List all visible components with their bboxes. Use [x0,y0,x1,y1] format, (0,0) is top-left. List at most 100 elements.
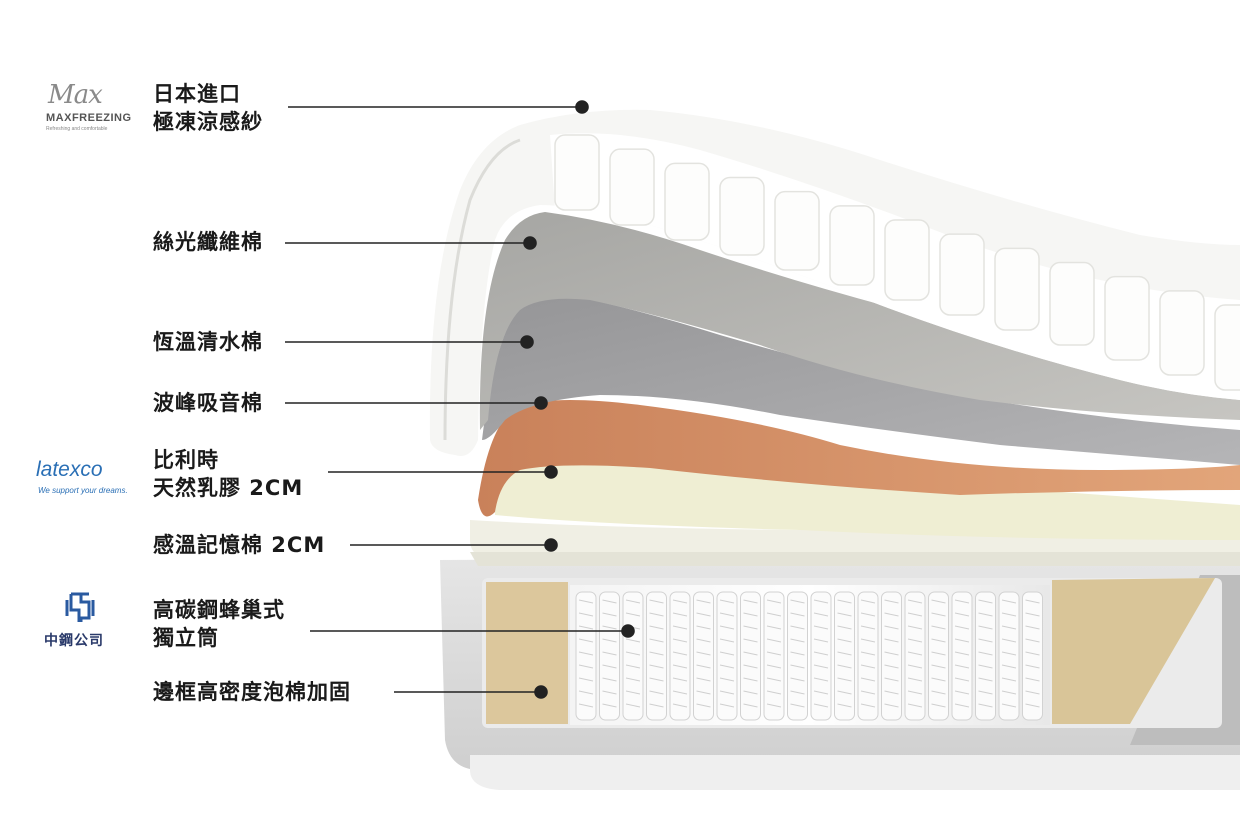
coil-ring [860,664,876,669]
coil-ring [625,612,641,617]
coil-ring [743,625,758,630]
cooling-fabric-cover [429,109,1240,456]
coil-ring [978,625,993,630]
coil-ring [1025,612,1040,617]
coil-ring [672,638,688,643]
coil-pocket [951,591,973,721]
coil-ring [696,638,711,643]
coil-ring [743,677,758,682]
memory-foam-layer [470,520,1240,562]
coil-ring [766,638,782,643]
coil-pocket [740,591,761,721]
coil-ring [696,625,711,630]
quilt-cell [1049,261,1095,346]
coil-ring [837,625,852,630]
coil-ring [860,599,876,604]
coil-pocket [763,591,785,721]
coil-ring [1001,664,1017,669]
coil-ring [978,677,993,682]
coil-pocket [928,591,949,721]
coil-ring [743,651,758,656]
coil-ring [790,612,805,617]
coil-ring [978,612,993,617]
quilt-cell [829,205,875,286]
coil-pocket [975,591,996,721]
coil-ring [602,625,617,630]
coil-ring [954,664,970,669]
coil-ring [672,664,688,669]
coil-ring [602,703,617,708]
coil-ring [766,599,782,604]
coil-ring [954,690,970,695]
coil-ring [978,690,993,695]
coil-ring [743,638,758,643]
coil-ring [813,690,829,695]
coil-ring [649,599,664,604]
coil-ring [860,612,876,617]
quilt-cell [994,247,1040,331]
coil-pocket [834,591,855,721]
coil-ring [907,599,923,604]
label-cooling-fabric: 日本進口極凍涼感紗 [153,82,263,134]
coil-ring [743,664,758,669]
coil-ring [978,638,993,643]
temp-foam-layer [482,293,1240,465]
coil-ring [978,664,993,669]
coil-ring [954,651,970,656]
coil-ring [813,703,829,708]
coil-ring [719,638,735,643]
coil-ring [931,625,946,630]
coil-ring [578,703,594,708]
coil-ring [625,638,641,643]
coil-pocket [575,591,597,721]
coil-ring [978,599,993,604]
pocket-coils [575,591,1043,721]
label-silk-fiber: 絲光纖維棉 [153,230,263,254]
coil-ring [1025,677,1040,682]
coil-ring [1025,651,1040,656]
coil-ring [578,677,594,682]
coil-ring [696,677,711,682]
coil-ring [719,599,735,604]
coil-ring [625,703,641,708]
coil-ring [672,703,688,708]
coil-ring [931,690,946,695]
spring-unit [482,578,1222,728]
quilt-cell [664,162,710,241]
wave-foam-orange-layer [478,400,1240,517]
label-temp-foam: 恆溫清水棉 [153,330,263,354]
label-wave-foam: 波峰吸音棉 [153,391,263,415]
coil-ring [931,651,946,656]
coil-ring [649,651,664,656]
coil-ring [907,625,923,630]
coil-ring [813,677,829,682]
coil-ring [954,703,970,708]
coil-ring [625,677,641,682]
coil-ring [672,599,688,604]
coil-ring [931,638,946,643]
coil-ring [884,599,899,604]
coil-ring [602,677,617,682]
coil-ring [625,651,641,656]
coil-ring [1025,599,1040,604]
coil-ring [837,690,852,695]
coil-ring [719,651,735,656]
latex-layer [495,458,1240,540]
coil-ring [954,677,970,682]
coil-ring [649,677,664,682]
coil-ring [649,664,664,669]
coil-ring [766,690,782,695]
coil-ring [884,638,899,643]
csc-logo: 中鋼公司 [44,590,124,650]
coil-pocket [646,591,667,721]
latexco-logo: latexco We support your dreams. [36,458,128,495]
coil-pocket [599,591,620,721]
coil-pocket [693,591,714,721]
coil-ring [672,625,688,630]
coil-ring [766,651,782,656]
coil-ring [931,703,946,708]
coil-ring [954,599,970,604]
coil-ring [931,612,946,617]
coil-ring [813,638,829,643]
coil-ring [884,612,899,617]
